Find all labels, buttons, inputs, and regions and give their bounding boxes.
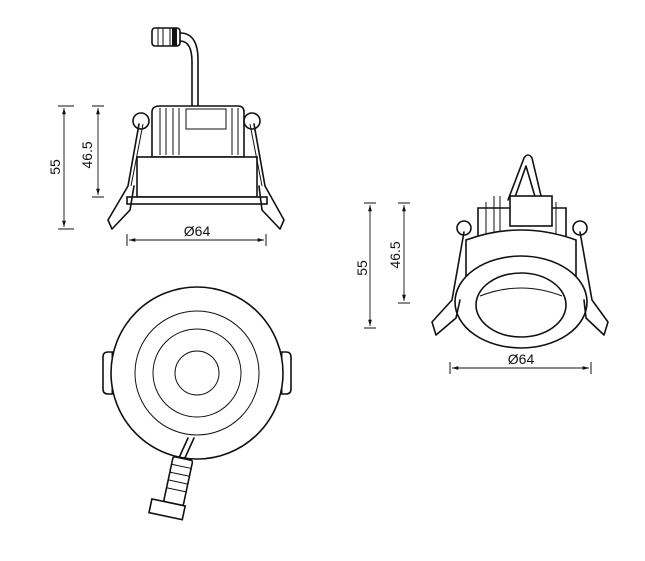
cable	[179, 32, 199, 109]
spring-clip-right	[572, 220, 609, 336]
dimension-height-total: 55	[354, 202, 376, 329]
spring-clip-right	[243, 112, 285, 230]
cable-loop	[507, 154, 543, 201]
dimension-height-body: 46.5	[387, 202, 410, 304]
side-view: 55 46.5 Ø64	[47, 27, 285, 246]
housing	[126, 105, 268, 205]
bottom-view	[102, 286, 292, 521]
height-total-label: 55	[354, 260, 370, 276]
dimension-diameter: Ø64	[449, 351, 592, 374]
diameter-label: Ø64	[184, 223, 211, 239]
height-body-label: 46.5	[79, 141, 95, 168]
dimension-height-body: 46.5	[79, 105, 104, 198]
spring-clip-left	[431, 220, 472, 336]
diameter-label: Ø64	[508, 351, 535, 367]
connector-plug	[151, 27, 181, 47]
cable	[177, 437, 195, 461]
outer-trim	[110, 286, 284, 460]
spring-clip-left	[107, 112, 150, 230]
trim-opening	[475, 272, 567, 338]
height-body-label: 46.5	[387, 241, 403, 268]
dimension-height-total: 55	[47, 105, 74, 230]
perspective-view: 55 46.5 Ø64	[354, 154, 609, 374]
housing-3d	[454, 195, 588, 349]
connector-plug	[148, 456, 194, 521]
height-total-label: 55	[47, 159, 63, 175]
dimension-diameter: Ø64	[126, 223, 267, 246]
